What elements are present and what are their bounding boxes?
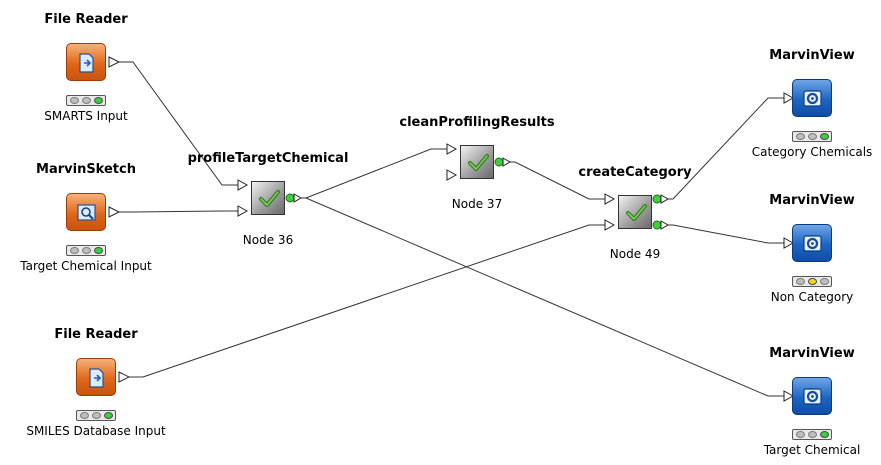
status-light <box>70 247 79 254</box>
input-port[interactable] <box>446 143 458 155</box>
status-light <box>808 278 817 285</box>
input-port[interactable] <box>783 92 795 104</box>
source-node-box[interactable] <box>76 358 116 396</box>
node-title: File Reader <box>44 12 128 27</box>
node-label: SMARTS Input <box>44 109 128 123</box>
viewer-node-box[interactable] <box>792 79 832 117</box>
node-label: Target Chemical <box>763 443 861 457</box>
status-light <box>80 412 89 419</box>
status-light <box>796 278 805 285</box>
checkmark-icon <box>626 204 647 221</box>
output-port[interactable] <box>652 220 662 230</box>
status-light <box>820 133 829 140</box>
status-light <box>808 431 817 438</box>
connection-n49-mv2[interactable] <box>659 224 784 244</box>
viewer-node-box[interactable] <box>792 224 832 262</box>
status-light <box>92 412 101 419</box>
node-label: Category Chemicals <box>751 145 873 159</box>
status-light <box>820 431 829 438</box>
node-label: Target Chemical Input <box>20 259 152 273</box>
connection-ms-n36[interactable] <box>119 210 238 213</box>
marvin-view-icon <box>803 388 822 405</box>
node-title: File Reader <box>54 327 138 342</box>
metanode-box[interactable] <box>251 181 285 215</box>
output-port[interactable] <box>652 194 662 204</box>
status-indicator <box>76 410 116 421</box>
output-port[interactable] <box>118 371 131 383</box>
connection-fr2-n49[interactable] <box>129 224 605 378</box>
output-port[interactable] <box>285 193 295 203</box>
source-node-box[interactable] <box>66 193 106 231</box>
node-title: profileTargetChemical <box>187 151 349 166</box>
marvin-sketch-icon <box>77 204 96 221</box>
node-title: MarvinView <box>769 48 855 63</box>
node-label: Node 49 <box>609 247 661 261</box>
status-light <box>820 278 829 285</box>
output-port-arrow <box>293 193 303 203</box>
node-title: createCategory <box>578 165 692 180</box>
viewer-node-box[interactable] <box>792 377 832 415</box>
node-label: Node 37 <box>451 197 503 211</box>
output-port-arrow <box>502 157 512 167</box>
input-port[interactable] <box>237 205 249 217</box>
output-port-arrow <box>660 220 670 230</box>
node-title: MarvinView <box>769 346 855 361</box>
marvin-view-icon <box>803 90 822 107</box>
connection-n36-mv3[interactable] <box>292 197 784 397</box>
input-port[interactable] <box>446 169 458 181</box>
status-light <box>796 431 805 438</box>
input-port[interactable] <box>237 179 249 191</box>
input-port[interactable] <box>604 193 616 205</box>
output-port[interactable] <box>494 157 504 167</box>
input-port[interactable] <box>604 219 616 231</box>
status-indicator <box>792 276 832 287</box>
output-port-arrow <box>660 194 670 204</box>
source-node-box[interactable] <box>66 43 106 81</box>
node-label: Node 36 <box>242 233 294 247</box>
status-light <box>796 133 805 140</box>
status-light <box>70 97 79 104</box>
output-port[interactable] <box>108 206 121 218</box>
output-port[interactable] <box>108 56 121 68</box>
status-indicator <box>66 245 106 256</box>
status-indicator <box>792 429 832 440</box>
metanode-box[interactable] <box>618 195 652 229</box>
checkmark-icon <box>259 190 280 207</box>
status-light <box>104 412 113 419</box>
node-title: cleanProfilingResults <box>399 115 555 130</box>
file-reader-icon <box>89 368 104 388</box>
connection-fr1-n36[interactable] <box>119 61 238 186</box>
status-light <box>808 133 817 140</box>
input-port[interactable] <box>783 237 795 249</box>
node-title: MarvinSketch <box>36 162 136 177</box>
node-label: SMILES Database Input <box>26 424 166 438</box>
status-light <box>82 247 91 254</box>
node-title: MarvinView <box>769 193 855 208</box>
status-light <box>94 97 103 104</box>
marvin-view-icon <box>803 235 822 252</box>
input-port[interactable] <box>783 390 795 402</box>
metanode-box[interactable] <box>460 145 494 179</box>
status-indicator <box>66 95 106 106</box>
checkmark-icon <box>468 154 489 171</box>
file-reader-icon <box>79 53 94 73</box>
status-light <box>82 97 91 104</box>
status-indicator <box>792 131 832 142</box>
node-label: Non Category <box>770 290 854 304</box>
status-light <box>94 247 103 254</box>
